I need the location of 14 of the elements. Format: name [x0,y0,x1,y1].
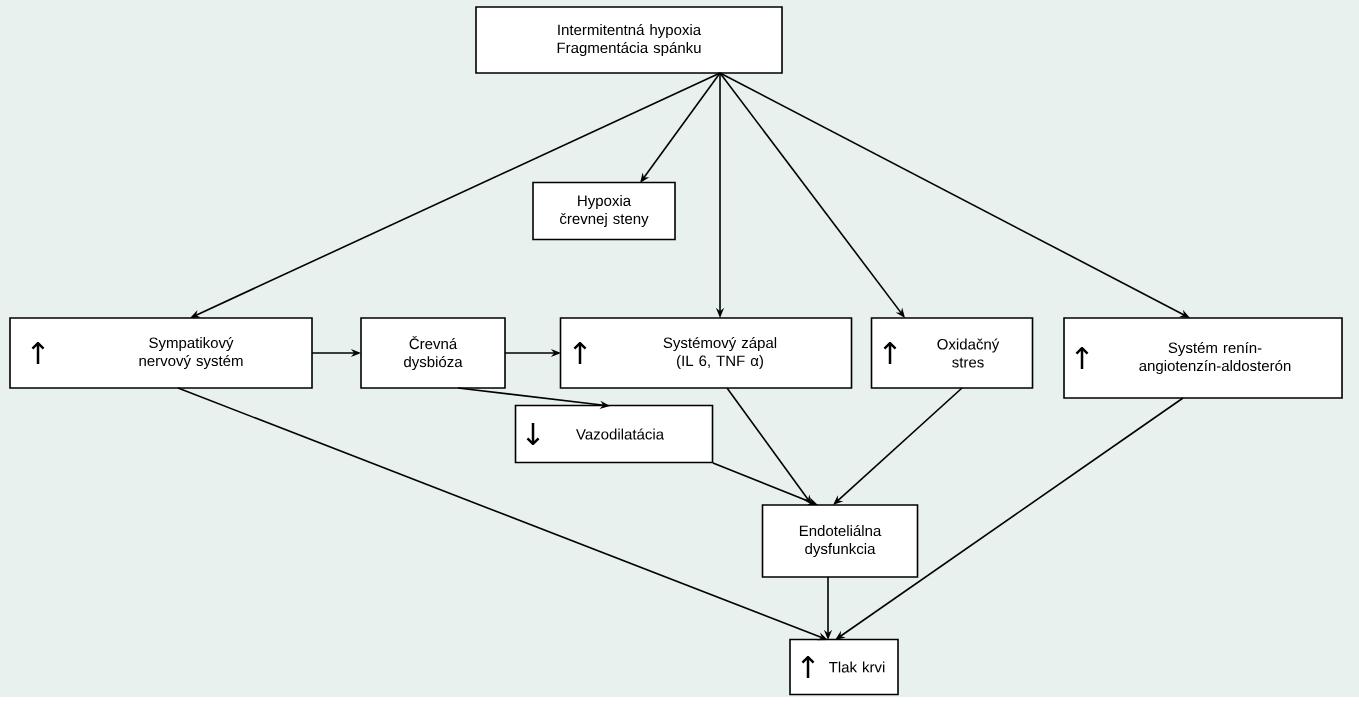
arrow [726,387,812,505]
process-box: Črevná dysbióza [360,317,506,389]
process-box: ↑ Systém renín-angiotenzín-aldosterón [1063,317,1343,399]
process-box: Endoteliálna dysfunkcia [761,504,919,578]
process-box: ↑ Sympatikový nervový systém [9,317,313,389]
process-box: ↑ Tlak krvi [789,638,899,696]
arrow [833,387,963,505]
arrow [640,72,721,183]
arrow [719,72,905,318]
process-box: ↑ Oxidačný stres [870,317,1034,389]
process-box: Intermitentná hypoxia Fragmentácia spánku [475,6,783,74]
process-box: Hypoxia črevnej steny [532,181,676,241]
process-box: ↑ Systémový zápal (IL 6, TNF α) [559,317,853,389]
process-box: ↓ Vazodilatácia [514,404,714,464]
